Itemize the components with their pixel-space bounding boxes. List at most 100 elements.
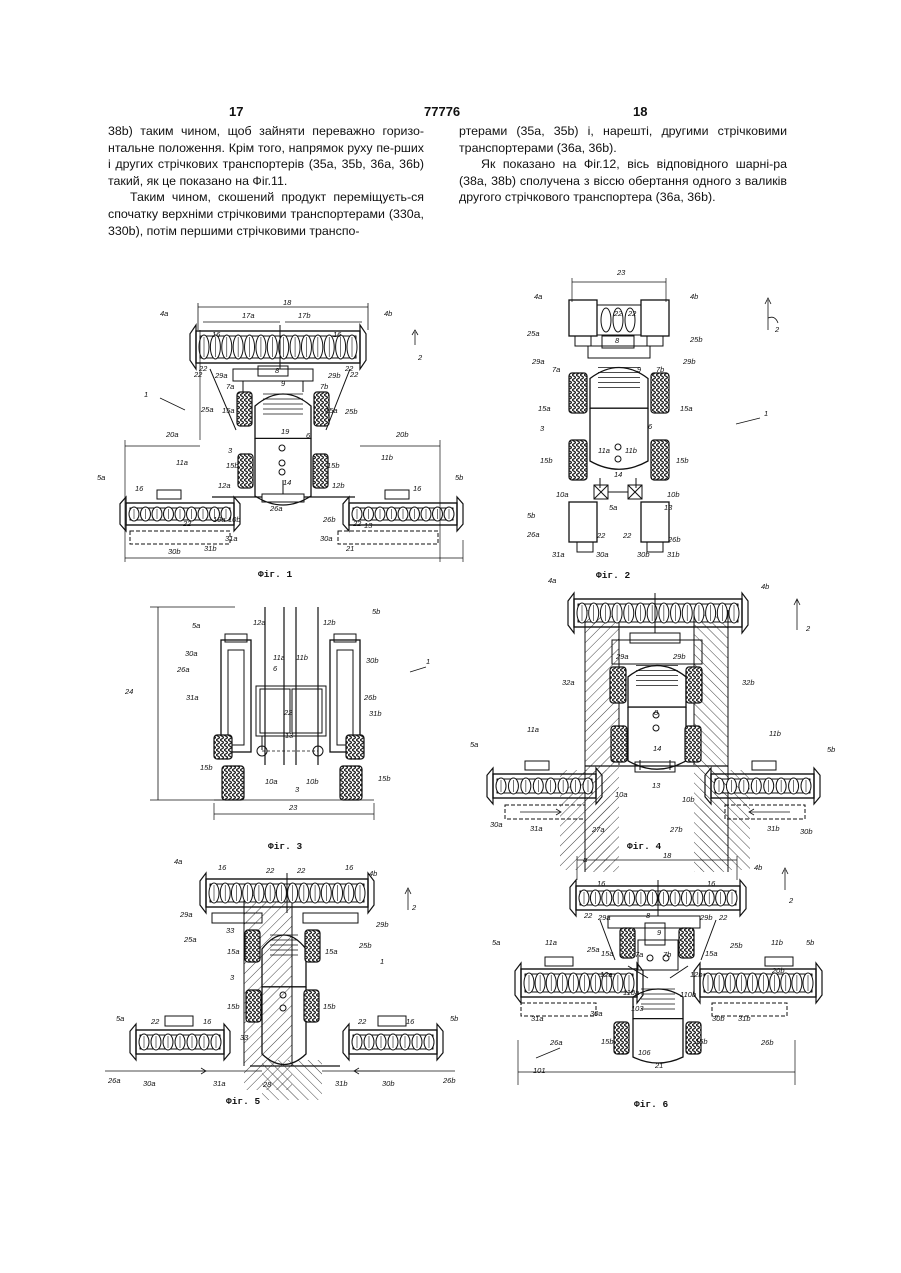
drawing-path: [224, 1024, 230, 1060]
drawing-rect: [685, 726, 701, 762]
fig6-label: 20b: [771, 966, 785, 975]
drawing-rect: [262, 494, 304, 502]
drawing-path: [190, 325, 196, 369]
fig2-label: 3: [540, 424, 545, 433]
drawing-line: [736, 418, 760, 424]
fig2-label: 15a: [538, 404, 551, 413]
fig6-label: 25b: [729, 941, 743, 950]
fig6-label: 18: [663, 851, 672, 860]
drawing-path: [487, 768, 493, 804]
fig1-label: 22: [182, 519, 192, 528]
drawing-path: [515, 963, 521, 1003]
fig6-label: 30a: [590, 1009, 603, 1018]
fig2-caption: Фіг. 2: [596, 570, 631, 581]
drawing-path: [742, 593, 748, 633]
drawing-rect: [337, 650, 353, 745]
drawing-rect: [608, 916, 700, 928]
fig5-label: 16: [345, 863, 354, 872]
fig1-label: 5a: [97, 473, 105, 482]
drawing-rect: [575, 336, 591, 346]
drawing-rect: [346, 735, 364, 759]
fig5-label: 30a: [143, 1079, 156, 1088]
fig2-label: 1: [764, 409, 768, 418]
fig6-label: 15b: [601, 1037, 614, 1046]
drawing-path: [628, 666, 686, 707]
fig1-label: 31a: [225, 534, 238, 543]
fig5-label: 4a: [174, 857, 182, 866]
drawing-rect: [614, 1022, 629, 1054]
drawing-rect: [569, 300, 597, 336]
fig4-label: 14: [653, 744, 661, 753]
fig6-label: 2: [788, 896, 794, 905]
fig5-label: 2: [411, 903, 417, 912]
drawing-rect: [651, 440, 669, 480]
fig2-label: 10a: [556, 490, 569, 499]
fig3-label: 15b: [200, 763, 213, 772]
drawing-path: [740, 880, 746, 916]
fig4-label: 10b: [682, 795, 695, 804]
fig4-label: 31b: [767, 824, 780, 833]
fig5-label: 29a: [179, 910, 193, 919]
fig6-label: 29a: [597, 913, 611, 922]
drawing-rect: [630, 633, 680, 643]
fig5-label: 22: [296, 866, 306, 875]
fig6-label: 15a: [601, 949, 614, 958]
fig1-label: 7b: [320, 382, 328, 391]
fig3-label: 11a: [273, 653, 285, 662]
fig2-label: 22: [596, 531, 606, 540]
fig5-label: 16: [218, 863, 227, 872]
fig1-label: 21: [345, 544, 354, 553]
fig5-label: 15b: [227, 1002, 240, 1011]
fig2-label: 26b: [667, 535, 681, 544]
drawing-rect: [752, 761, 776, 770]
fig5-label: 29b: [375, 920, 389, 929]
fig1-label: 17b: [298, 311, 311, 320]
fig2-label: 30a: [596, 550, 609, 559]
drawing-rect: [645, 923, 665, 945]
fig1-label: 2: [417, 353, 423, 362]
drawing-path: [234, 497, 240, 531]
fig2-label: 15b: [676, 456, 689, 465]
fig6-label: 31a: [531, 1014, 544, 1023]
fig5-label: 16: [203, 1017, 212, 1026]
drawing-rect: [641, 300, 669, 336]
fig1-label: 20b: [395, 430, 409, 439]
drawing-path: [457, 497, 463, 531]
drawing-rect: [225, 634, 247, 642]
fig5-label: 22: [150, 1017, 160, 1026]
figure-4: 4a4b229a29b32a32b811a1411b5a5b10a1310b30…: [470, 576, 835, 872]
fig6-label: 7a: [635, 950, 643, 959]
fig4-label: 11b: [769, 729, 781, 738]
drawing-line: [670, 966, 688, 978]
fig6-label: a: [583, 855, 587, 864]
drawing-rect: [679, 928, 694, 958]
drawing-rect: [237, 392, 252, 426]
fig6-label: 12b: [690, 970, 703, 979]
fig3-label: 11b: [296, 653, 308, 662]
fig4-label: 32b: [742, 678, 755, 687]
drawing-path: [437, 1024, 443, 1060]
roller: [601, 308, 611, 332]
drawing-rect: [157, 490, 181, 499]
fig4-label: 31a: [530, 824, 543, 833]
fig6-label: 31b: [738, 1014, 751, 1023]
fig5-label: 22: [265, 866, 275, 875]
fig1-label: 20a: [165, 430, 179, 439]
fig4-label: 30a: [490, 820, 503, 829]
fig5-caption: Фіг. 5: [226, 1096, 261, 1107]
fig6-label: 22: [718, 913, 728, 922]
drawing-path: [568, 593, 574, 633]
drawing-rect: [222, 766, 244, 800]
fig3-label: 5a: [192, 621, 200, 630]
fig1-label: 5b: [455, 473, 463, 482]
drawing-path: [368, 873, 374, 913]
drawing-rect: [233, 369, 313, 381]
drawing-rect: [258, 366, 288, 376]
fig5-label: 5a: [116, 1014, 124, 1023]
fig2-label: 15b: [540, 456, 553, 465]
drawing-rect: [385, 490, 409, 499]
drawing-rect: [651, 373, 669, 413]
drawing-rect: [765, 957, 793, 966]
fig1-caption: Фіг. 1: [258, 569, 293, 580]
fig5-label: 26a: [107, 1076, 121, 1085]
